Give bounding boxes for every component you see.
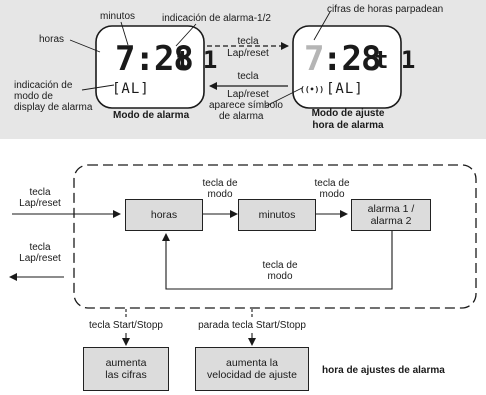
label-exit-lap-reset-1: tecla	[29, 242, 51, 253]
label-alarm-indication: indicación de alarma-1/2	[162, 13, 271, 24]
label-mode-key-3b: modo	[267, 271, 293, 282]
caption-alarm-mode: Modo de alarma	[113, 110, 190, 121]
alarm-bell-icon: ((•))	[300, 85, 325, 94]
lcd-display-alarm-set-mode	[292, 25, 402, 109]
lcd-time-digits: 7:28	[115, 39, 194, 79]
label-entry-lap-reset-2: Lap/reset	[19, 198, 61, 209]
label-alarm-symbol-1: aparece símbolo	[209, 100, 283, 111]
label-alarm-symbol-2: de alarma	[219, 111, 264, 122]
box-alarm-label-2: alarma 2	[370, 215, 412, 227]
label-display-mode-3: display de alarma	[14, 102, 93, 113]
lcd-alarm-indicator: t 1	[374, 46, 415, 74]
label-mode-key-1b: modo	[207, 189, 233, 200]
lcd-mode-text: [AL]	[112, 81, 150, 97]
box-hours-label: horas	[150, 209, 178, 221]
label-display-mode-1: indicación de	[14, 80, 73, 91]
box-increase-digits-1: aumenta	[105, 357, 147, 369]
lcd-flashing-hour-digit: 7	[304, 39, 325, 79]
box-hours: horas	[125, 199, 203, 231]
label-lap-reset-left-1: tecla	[237, 71, 259, 82]
label-mode-key-2a: tecla de	[314, 178, 350, 189]
box-minutes-label: minutos	[258, 209, 296, 221]
box-alarm-label-1: alarma 1 /	[367, 203, 415, 215]
label-entry-lap-reset-1: tecla	[29, 187, 51, 198]
box-alarm: alarma 1 / alarma 2	[351, 199, 431, 231]
flow-frame	[73, 164, 477, 309]
caption-alarm-set-mode-1: Modo de ajuste	[311, 108, 385, 119]
lcd-alarm-indicator: t 1	[176, 46, 217, 74]
box-minutes: minutos	[238, 199, 316, 231]
label-mode-key-2b: modo	[319, 189, 345, 200]
label-display-mode-2: modo de	[14, 91, 53, 102]
label-lap-reset-left-2: Lap/reset	[227, 89, 269, 100]
label-hours: horas	[39, 34, 65, 45]
label-start-stop: tecla Start/Stopp	[89, 320, 163, 331]
label-flashing-hours: cifras de horas parpadean	[327, 4, 444, 15]
caption-alarm-set-mode-2: hora de alarma	[312, 120, 384, 131]
caption-alarm-setting: hora de ajustes de alarma	[322, 365, 445, 376]
label-exit-lap-reset-2: Lap/reset	[19, 253, 61, 264]
lcd-mode-text: [AL]	[326, 81, 364, 97]
alarm-mode-panel	[0, 0, 486, 139]
box-increase-speed: aumenta la velocidad de ajuste	[195, 347, 309, 391]
box-increase-digits: aumenta las cifras	[83, 347, 169, 391]
label-stop-start-stop: parada tecla Start/Stopp	[198, 320, 306, 331]
label-minutes: minutos	[100, 11, 136, 22]
label-lap-reset-right-1: tecla	[237, 36, 259, 47]
label-mode-key-3a: tecla de	[262, 260, 298, 271]
lcd-time-digits: :28	[322, 39, 381, 79]
label-mode-key-1a: tecla de	[202, 178, 238, 189]
box-increase-speed-1: aumenta la	[226, 357, 278, 369]
label-lap-reset-right-2: Lap/reset	[227, 48, 269, 59]
box-increase-digits-2: las cifras	[105, 369, 147, 381]
box-increase-speed-2: velocidad de ajuste	[207, 369, 297, 381]
lcd-display-alarm-mode	[95, 25, 205, 109]
